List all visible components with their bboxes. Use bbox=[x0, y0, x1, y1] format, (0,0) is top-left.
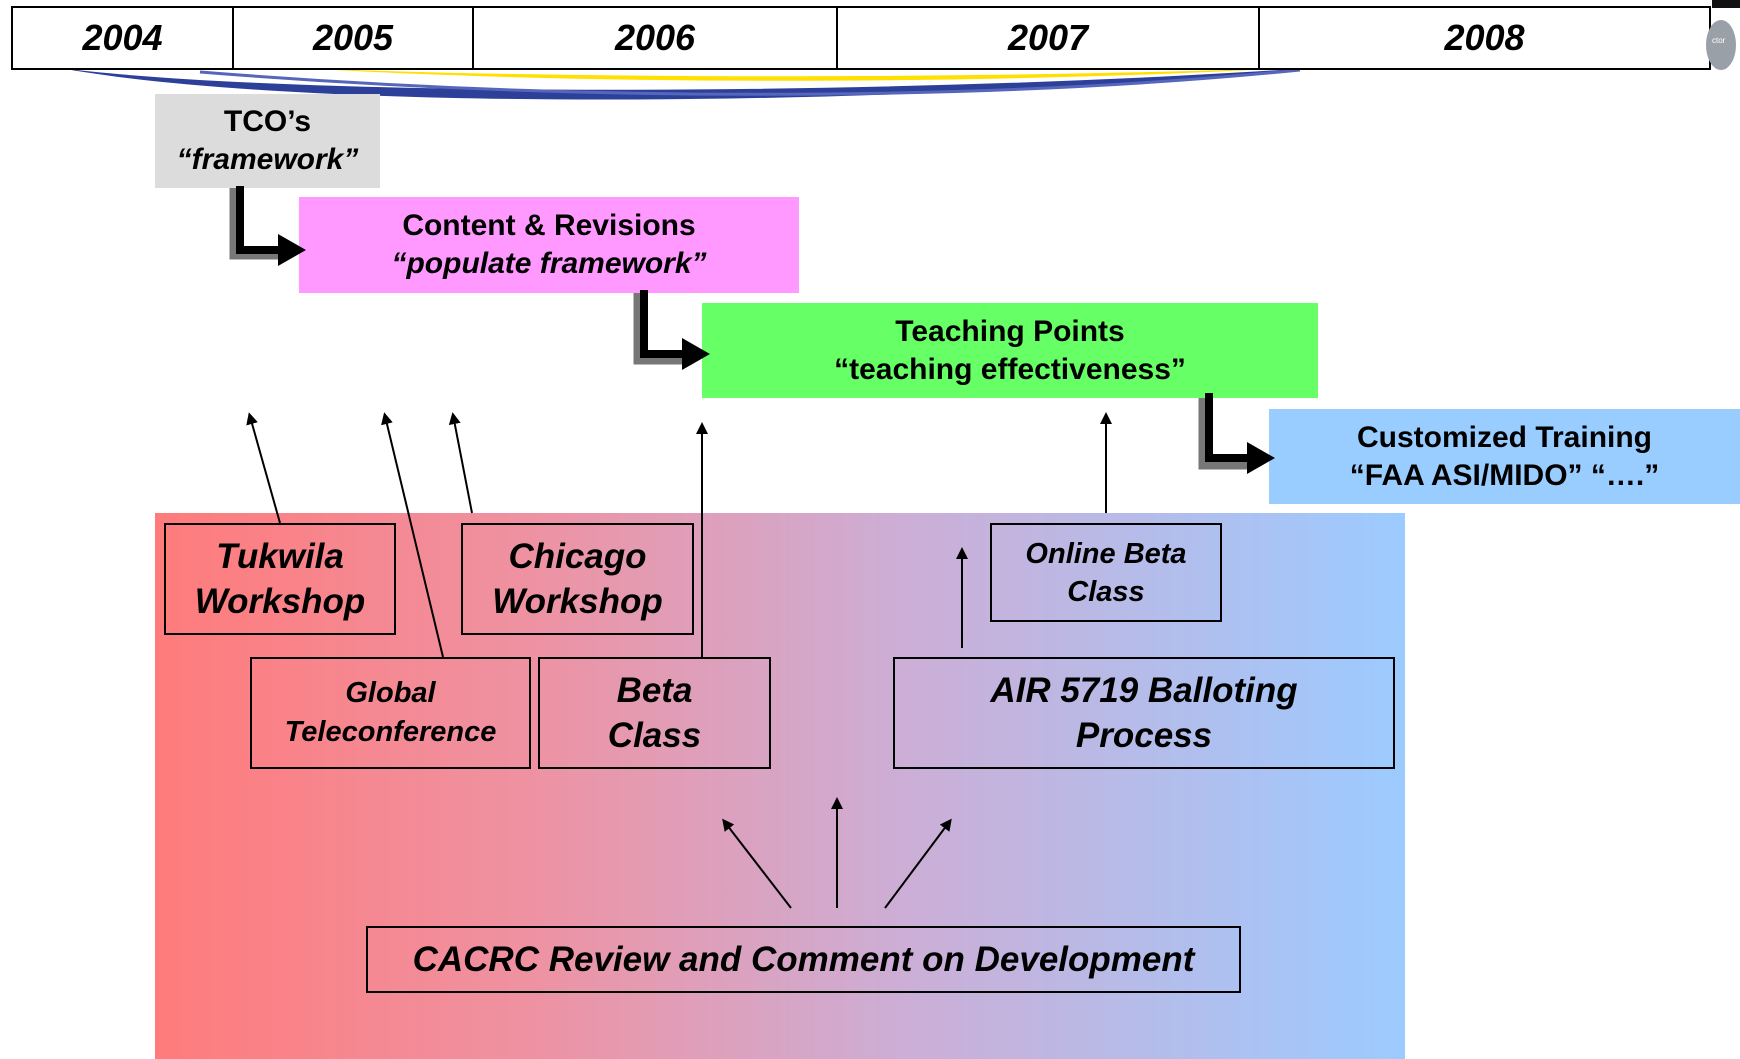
air5719-line1: AIR 5719 Balloting bbox=[990, 671, 1298, 710]
chicago-line1: Chicago bbox=[508, 537, 647, 576]
phase-customized-subtitle: “FAA ASI/MIDO” “….” bbox=[1349, 458, 1660, 492]
timeline-swoosh-decoration bbox=[60, 68, 1310, 100]
tukwila-line1: Tukwila bbox=[216, 537, 344, 576]
arrow-global bbox=[381, 412, 444, 658]
phase-teaching-title: Teaching Points bbox=[895, 314, 1125, 348]
phase-customized-training: Customized Training “FAA ASI/MIDO” “….” bbox=[1269, 409, 1740, 504]
online-beta-line2: Class bbox=[1067, 575, 1145, 608]
year-2006: 2006 bbox=[474, 8, 838, 68]
cacrc-review-box: CACRC Review and Comment on Development bbox=[366, 926, 1241, 993]
phase-tco-subtitle: “framework” bbox=[176, 143, 359, 176]
arrow-cacrc-left bbox=[722, 818, 792, 909]
inputs-gradient-panel bbox=[155, 513, 1405, 1059]
arrow-tukwila bbox=[246, 412, 281, 524]
global-line2: Teleconference bbox=[284, 716, 497, 748]
phase-content-subtitle: “populate framework” bbox=[391, 247, 707, 280]
chicago-line2: Workshop bbox=[492, 582, 663, 621]
year-2005: 2005 bbox=[234, 8, 474, 68]
input-arrows bbox=[246, 412, 1112, 909]
phase-teaching-subtitle: “teaching effectiveness” bbox=[834, 352, 1186, 386]
phase-teaching-points: Teaching Points “teaching effectiveness” bbox=[702, 303, 1318, 398]
air5719-balloting-box: AIR 5719 Balloting Process bbox=[893, 657, 1395, 769]
arrow-cacrc-right bbox=[884, 818, 952, 909]
air5719-line2: Process bbox=[1075, 716, 1213, 755]
phase-connector-3 bbox=[1198, 393, 1275, 474]
phase-tco-framework: TCO’s “framework” bbox=[155, 94, 380, 188]
year-2004: 2004 bbox=[13, 8, 234, 68]
global-teleconference-box: Global Teleconference bbox=[250, 657, 531, 769]
phase-content-revisions: Content & Revisions “populate framework” bbox=[299, 197, 799, 293]
chicago-workshop-box: Chicago Workshop bbox=[461, 523, 694, 635]
tukwila-workshop-box: Tukwila Workshop bbox=[164, 523, 396, 635]
phase-content-title: Content & Revisions bbox=[402, 209, 696, 242]
global-line1: Global bbox=[345, 677, 436, 709]
year-2007: 2007 bbox=[838, 8, 1260, 68]
year-timeline: 2004 2005 2006 2007 2008 bbox=[11, 6, 1711, 70]
phase-connector-2 bbox=[633, 290, 710, 370]
online-beta-line1: Online Beta bbox=[1025, 537, 1187, 570]
year-2008: 2008 bbox=[1444, 17, 1525, 58]
phase-connector-1 bbox=[229, 186, 306, 266]
beta-class-box: Beta Class bbox=[538, 657, 771, 769]
beta-line2: Class bbox=[607, 716, 702, 755]
phase-tco-title: TCO’s bbox=[223, 105, 312, 138]
arrow-chicago bbox=[448, 412, 473, 514]
corner-logo-icon: ctor bbox=[1706, 0, 1740, 90]
cacrc-line1: CACRC Review and Comment on Development bbox=[412, 939, 1195, 979]
tukwila-line2: Workshop bbox=[194, 582, 366, 621]
online-beta-class-box: Online Beta Class bbox=[990, 523, 1222, 622]
beta-line1: Beta bbox=[616, 671, 693, 710]
phase-customized-title: Customized Training bbox=[1356, 420, 1653, 454]
